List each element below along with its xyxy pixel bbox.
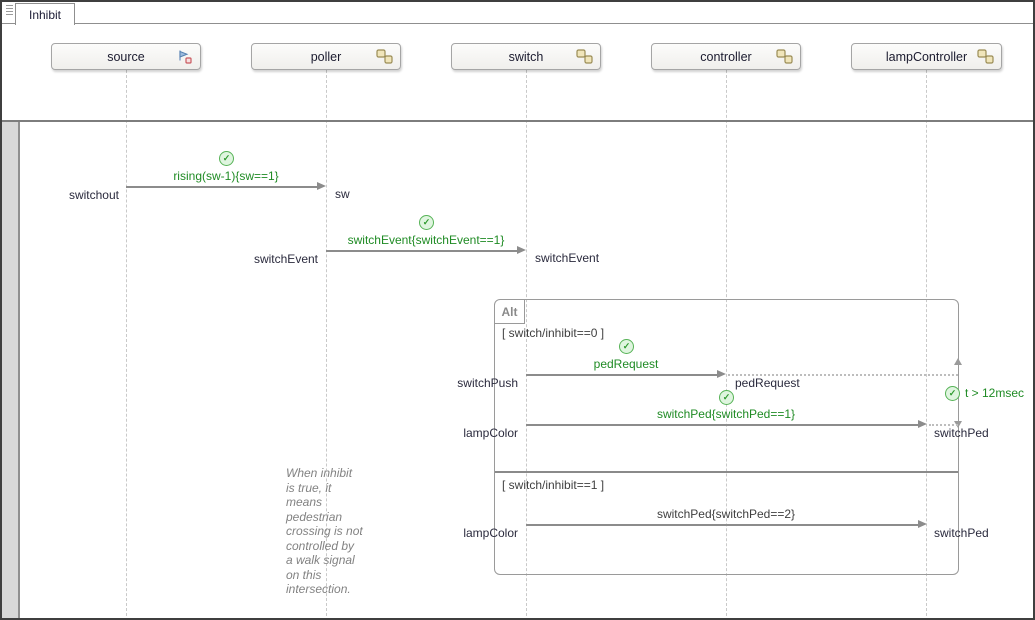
assessment-pass-icon[interactable]: ✓ — [419, 215, 434, 230]
arrowhead-icon — [517, 246, 526, 254]
message-label[interactable]: switchEvent{switchEvent==1} — [347, 233, 505, 247]
target-event-label[interactable]: switchPed — [934, 426, 989, 440]
lifeline-header-lampcontroller[interactable]: lampController — [851, 43, 1002, 70]
lifeline-name: switch — [508, 49, 544, 64]
annotation-note: When inhibit is true, it means pedestria… — [286, 466, 363, 596]
alt-fragment[interactable]: Alt — [494, 299, 959, 575]
lifeline-name: source — [107, 49, 145, 64]
check-glyph: ✓ — [222, 153, 231, 163]
tab-inhibit[interactable]: Inhibit — [15, 3, 75, 25]
lifeline-poller[interactable] — [326, 70, 327, 616]
lifeline-name: controller — [700, 49, 752, 64]
left-gutter — [2, 122, 20, 618]
arrowhead-icon — [918, 520, 927, 528]
check-glyph: ✓ — [948, 388, 957, 398]
assessment-pass-icon[interactable]: ✓ — [219, 151, 234, 166]
arrowhead-icon — [317, 182, 326, 190]
constraint-extension-line — [929, 424, 958, 426]
lifeline-name: poller — [310, 49, 342, 64]
target-event-label[interactable]: switchPed — [934, 526, 989, 540]
message-arrow[interactable] — [326, 250, 517, 252]
message-arrow[interactable] — [126, 186, 317, 188]
target-event-label[interactable]: switchEvent — [535, 251, 600, 265]
source-event-label[interactable]: switchPush — [457, 376, 518, 390]
arrowhead-icon — [918, 420, 927, 428]
tab-drag-grip-icon[interactable] — [6, 5, 13, 17]
alt-guard-1[interactable]: [ switch/inhibit==0 ] — [502, 326, 605, 340]
alt-guard-2[interactable]: [ switch/inhibit==1 ] — [502, 478, 605, 492]
tab-label: Inhibit — [28, 7, 62, 22]
constraint-extension-line — [728, 374, 958, 376]
subsystem-icon — [376, 49, 393, 64]
assessment-pass-icon[interactable]: ✓ — [619, 339, 634, 354]
source-block-icon — [179, 50, 192, 64]
lifeline-switch[interactable] — [526, 70, 527, 616]
lifeline-name: lampController — [885, 49, 968, 64]
subsystem-icon — [776, 49, 793, 64]
assessment-pass-icon[interactable]: ✓ — [945, 386, 960, 401]
duration-up-arrowhead-icon — [954, 358, 962, 365]
subsystem-icon — [576, 49, 593, 64]
source-event-label[interactable]: lampColor — [463, 426, 518, 440]
alt-operator-label: Alt — [495, 300, 525, 324]
lifeline-controller[interactable] — [726, 70, 727, 616]
arrowhead-icon — [717, 370, 726, 378]
lifeline-header-poller[interactable]: poller — [251, 43, 401, 70]
lifeline-header-controller[interactable]: controller — [651, 43, 801, 70]
tabbar-divider — [2, 23, 1033, 24]
message-label[interactable]: rising(sw-1){sw==1} — [173, 169, 279, 183]
message-arrow[interactable] — [526, 424, 918, 426]
lifeline-lampcontroller[interactable] — [926, 70, 927, 616]
message-label[interactable]: pedRequest — [593, 357, 659, 371]
alt-operand-divider — [495, 471, 958, 473]
lifeline-source[interactable] — [126, 70, 127, 616]
message-arrow[interactable] — [526, 524, 918, 526]
target-event-label[interactable]: pedRequest — [735, 376, 800, 390]
check-glyph: ✓ — [622, 341, 631, 351]
duration-constraint-stem — [958, 404, 959, 422]
duration-down-arrowhead-icon — [954, 421, 962, 428]
subsystem-icon — [977, 49, 994, 64]
assessment-pass-icon[interactable]: ✓ — [719, 390, 734, 405]
source-event-label[interactable]: switchEvent — [253, 252, 318, 266]
source-event-label[interactable]: switchout — [68, 188, 119, 202]
target-event-label[interactable]: sw — [335, 187, 350, 201]
check-glyph: ✓ — [422, 217, 431, 227]
lifeline-header-source[interactable]: source — [51, 43, 201, 70]
message-label[interactable]: switchPed{switchPed==2} — [656, 507, 796, 521]
check-glyph: ✓ — [722, 392, 731, 402]
message-arrow[interactable] — [526, 374, 717, 376]
header-canvas-divider — [2, 120, 1033, 122]
lifeline-header-switch[interactable]: switch — [451, 43, 601, 70]
duration-constraint-stem — [958, 364, 959, 381]
message-label[interactable]: switchPed{switchPed==1} — [656, 407, 796, 421]
duration-constraint-label[interactable]: t > 12msec — [965, 386, 1025, 400]
source-event-label[interactable]: lampColor — [463, 526, 518, 540]
